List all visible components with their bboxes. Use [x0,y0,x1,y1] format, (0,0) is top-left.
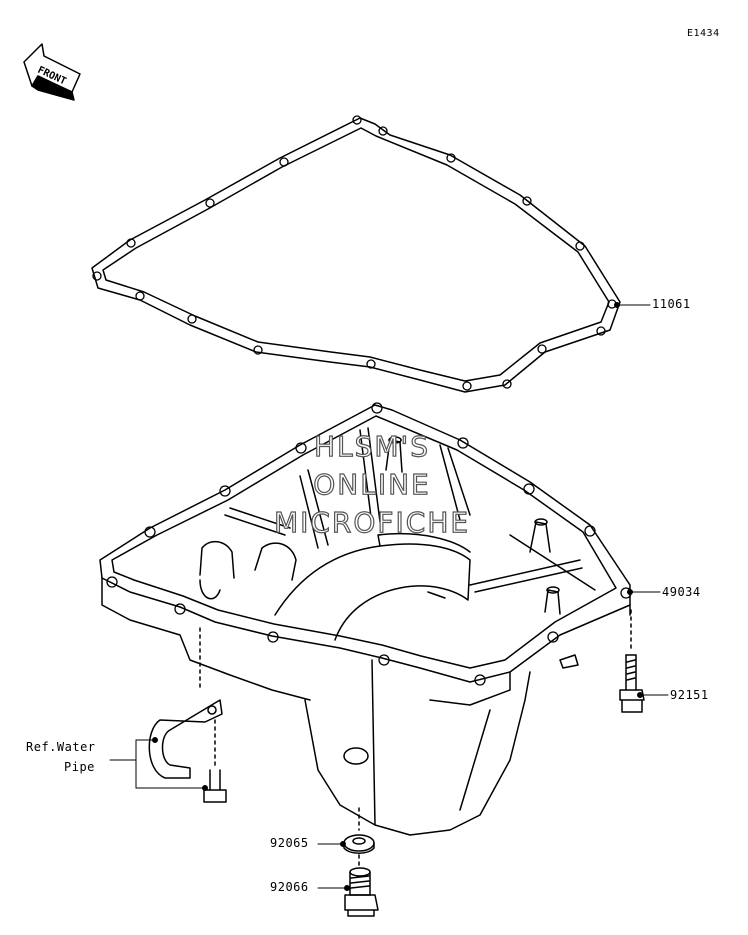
part-label-washer: 92065 [270,836,309,850]
watermark-line-2: ONLINE [313,467,431,501]
water-pipe-clamp [148,627,227,803]
watermark-line-1: HLSM'S [313,429,431,463]
oil-pan-gasket [91,117,621,393]
ref-label-line-2: Pipe [64,760,95,774]
oil-pan [99,404,631,836]
part-label-gasket: 11061 [652,297,691,311]
figure-code: E1434 [687,28,720,39]
leader-lines [109,302,669,891]
part-label-drain-plug: 92066 [270,880,309,894]
oil-pan-bolt-holes [106,402,632,686]
part-label-oil-pan: 49034 [662,585,701,599]
part-label-bolt: 92151 [670,688,709,702]
watermark-line-3: MICROFICHE [273,505,471,539]
drain-plug-92066 [344,854,379,917]
washer-92065 [343,807,375,854]
bolt-92151 [619,609,645,713]
gasket-bolt-holes [92,115,617,391]
front-arrow-icon [23,43,81,101]
ref-label-line-1: Ref.Water [26,740,96,754]
